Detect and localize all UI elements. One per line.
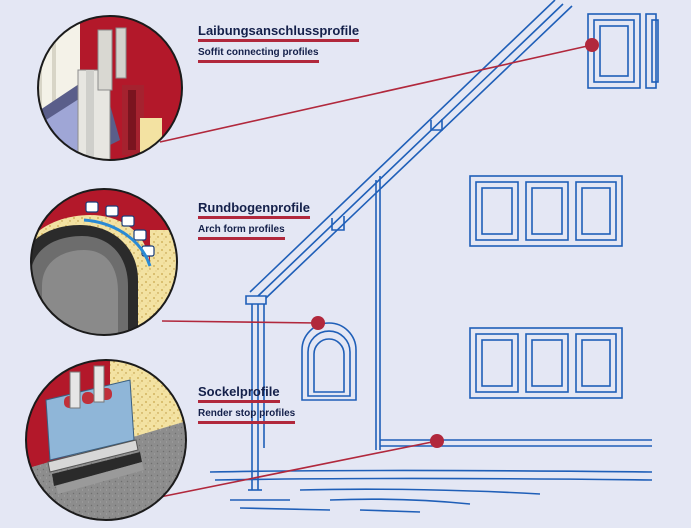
detail-soffit-profile xyxy=(37,15,183,161)
detail-arch-profile xyxy=(30,188,178,336)
detail-render-stop-profile xyxy=(25,359,187,521)
callout-subtitle: Render stop profiles xyxy=(198,408,296,424)
arched-window xyxy=(301,322,357,401)
house-outline xyxy=(209,0,653,513)
callout-title: Rundbogenprofile xyxy=(198,200,310,219)
callout-line-soffit xyxy=(159,44,593,143)
callout-line-render-stop xyxy=(159,440,438,498)
callout-label-soffit: Laibungsanschlussprofile Soffit connecti… xyxy=(198,22,360,63)
callout-line-arch xyxy=(161,320,319,324)
callout-connectors xyxy=(159,38,599,498)
callout-label-arch: Rundbogenprofile Arch form profiles xyxy=(198,199,310,240)
callout-dot-render-stop xyxy=(430,434,444,448)
callout-subtitle: Arch form profiles xyxy=(198,224,285,240)
middle-window xyxy=(469,175,623,247)
callout-dot-soffit xyxy=(585,38,599,52)
lower-window xyxy=(469,327,623,399)
callout-subtitle: Soffit connecting profiles xyxy=(198,47,319,63)
callout-title: Laibungsanschlussprofile xyxy=(198,23,360,42)
callout-dot-arch xyxy=(311,316,325,330)
top-window xyxy=(587,13,659,89)
callout-label-render-stop: Sockelprofile Render stop profiles xyxy=(198,383,296,424)
callout-title: Sockelprofile xyxy=(198,384,280,403)
